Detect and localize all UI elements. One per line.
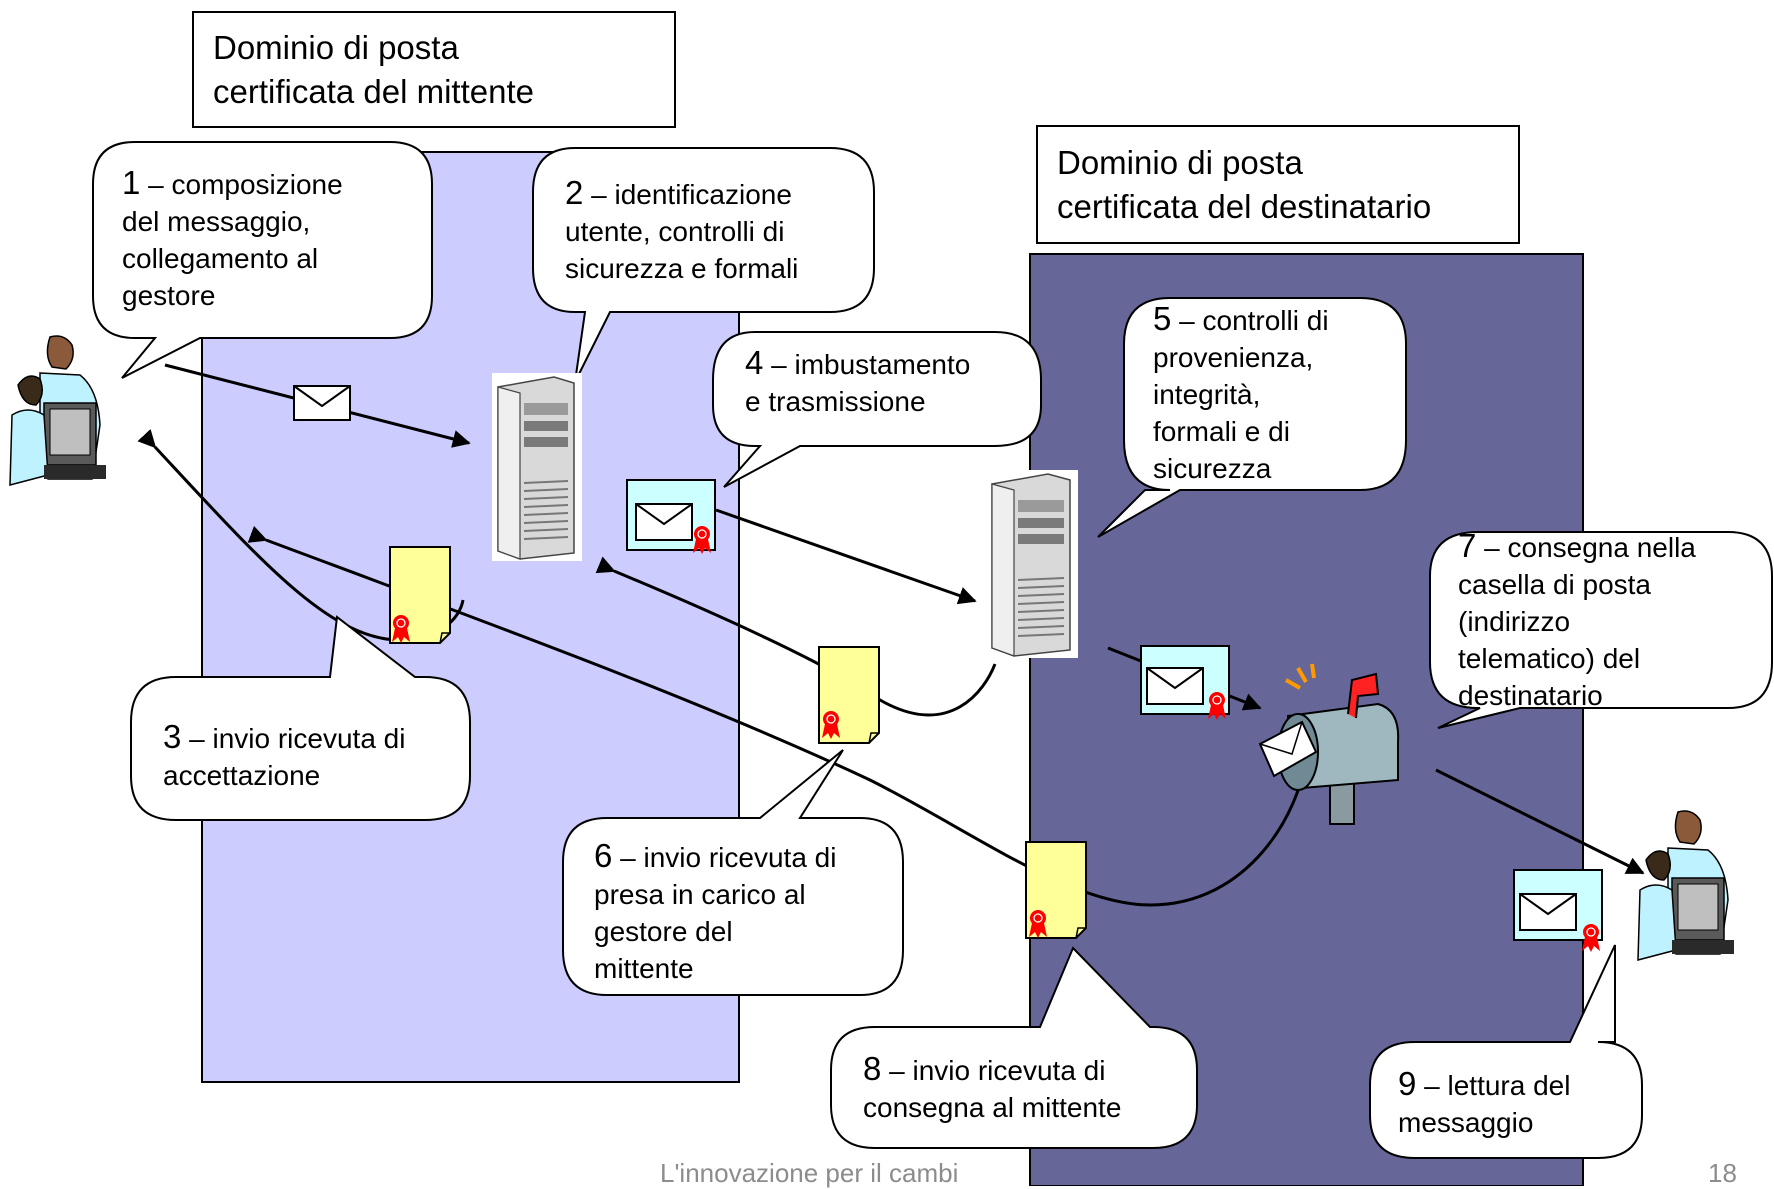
recipient-domain-title: Dominio di posta certificata del destina…: [1057, 144, 1432, 225]
page-number: 18: [1708, 1158, 1737, 1188]
step-8-number: 8: [863, 1050, 882, 1087]
step-1-label: 1 – composizione del messaggio, collegam…: [122, 164, 343, 314]
step-6-label: 6 – invio ricevuta di presa in carico al…: [594, 837, 836, 987]
step-7-text: – consegna nella casella di posta (indir…: [1458, 532, 1696, 711]
step-1-number: 1: [122, 164, 141, 201]
step-9-number: 9: [1398, 1065, 1417, 1102]
step-8-label: 8 – invio ricevuta di consegna al mitten…: [863, 1050, 1121, 1126]
step-7-label: 7 – consegna nella casella di posta (ind…: [1458, 527, 1696, 714]
step-5-text: – controlli di provenienza, integrità, f…: [1153, 305, 1329, 484]
receipt-icon-step-6: [818, 646, 880, 744]
receipt-icon-step-8: [1025, 841, 1087, 939]
step-5-label: 5 – controlli di provenienza, integrità,…: [1153, 300, 1329, 487]
sender-person-icon: [9, 335, 106, 486]
step-3-text: – invio ricevuta di accettazione: [163, 723, 406, 791]
sender-domain-title-box: [192, 11, 676, 128]
bubble-step-3: [130, 615, 471, 821]
bubble-step-7: [1429, 531, 1773, 729]
step-6-text: – invio ricevuta di presa in carico al g…: [594, 842, 837, 984]
step-3-label: 3 – invio ricevuta di accettazione: [163, 718, 405, 794]
bubble-step-1: [92, 141, 433, 379]
bubble-step-8: [830, 946, 1198, 1149]
certified-envelope-icon-step-9: [1513, 869, 1603, 953]
step-3-number: 3: [163, 718, 182, 755]
step-4-label: 4 – imbustamento e trasmissione: [745, 344, 970, 420]
bubble-step-5: [1097, 297, 1407, 538]
recipient-domain-title-box: [1036, 125, 1520, 244]
recipient-server-icon: [986, 470, 1078, 658]
certified-envelope-icon-step-4: [626, 479, 716, 555]
step-9-text: – lettura del messaggio: [1398, 1070, 1571, 1138]
step-4-number: 4: [745, 344, 764, 381]
mailbox-icon: [1258, 663, 1400, 825]
step-2-number: 2: [565, 174, 584, 211]
step-2-text: – identificazione utente, controlli di s…: [565, 179, 799, 284]
step-4-text: – imbustamento e trasmissione: [745, 349, 971, 417]
step-5-number: 5: [1153, 300, 1172, 337]
sender-domain-title: Dominio di posta certificata del mittent…: [213, 29, 534, 110]
sender-server-icon: [492, 373, 582, 561]
bubble-step-6: [562, 749, 904, 996]
bubble-step-4: [712, 331, 1042, 488]
envelope-icon: [293, 385, 351, 421]
footer-text: L'innovazione per il cambi: [660, 1158, 959, 1188]
step-9-label: 9 – lettura del messaggio: [1398, 1065, 1570, 1141]
step-8-text: – invio ricevuta di consegna al mittente: [863, 1055, 1122, 1123]
step-2-label: 2 – identificazione utente, controlli di…: [565, 174, 798, 287]
step-6-number: 6: [594, 837, 613, 874]
bubble-step-9: [1369, 944, 1643, 1159]
step-7-number: 7: [1458, 527, 1477, 564]
receipt-icon-step-3: [389, 546, 451, 644]
step-1-text: – composizione del messaggio, collegamen…: [122, 169, 343, 311]
bubble-step-2: [532, 147, 875, 383]
certified-envelope-icon-step-7: [1140, 645, 1230, 721]
recipient-person-icon: [1637, 810, 1734, 961]
